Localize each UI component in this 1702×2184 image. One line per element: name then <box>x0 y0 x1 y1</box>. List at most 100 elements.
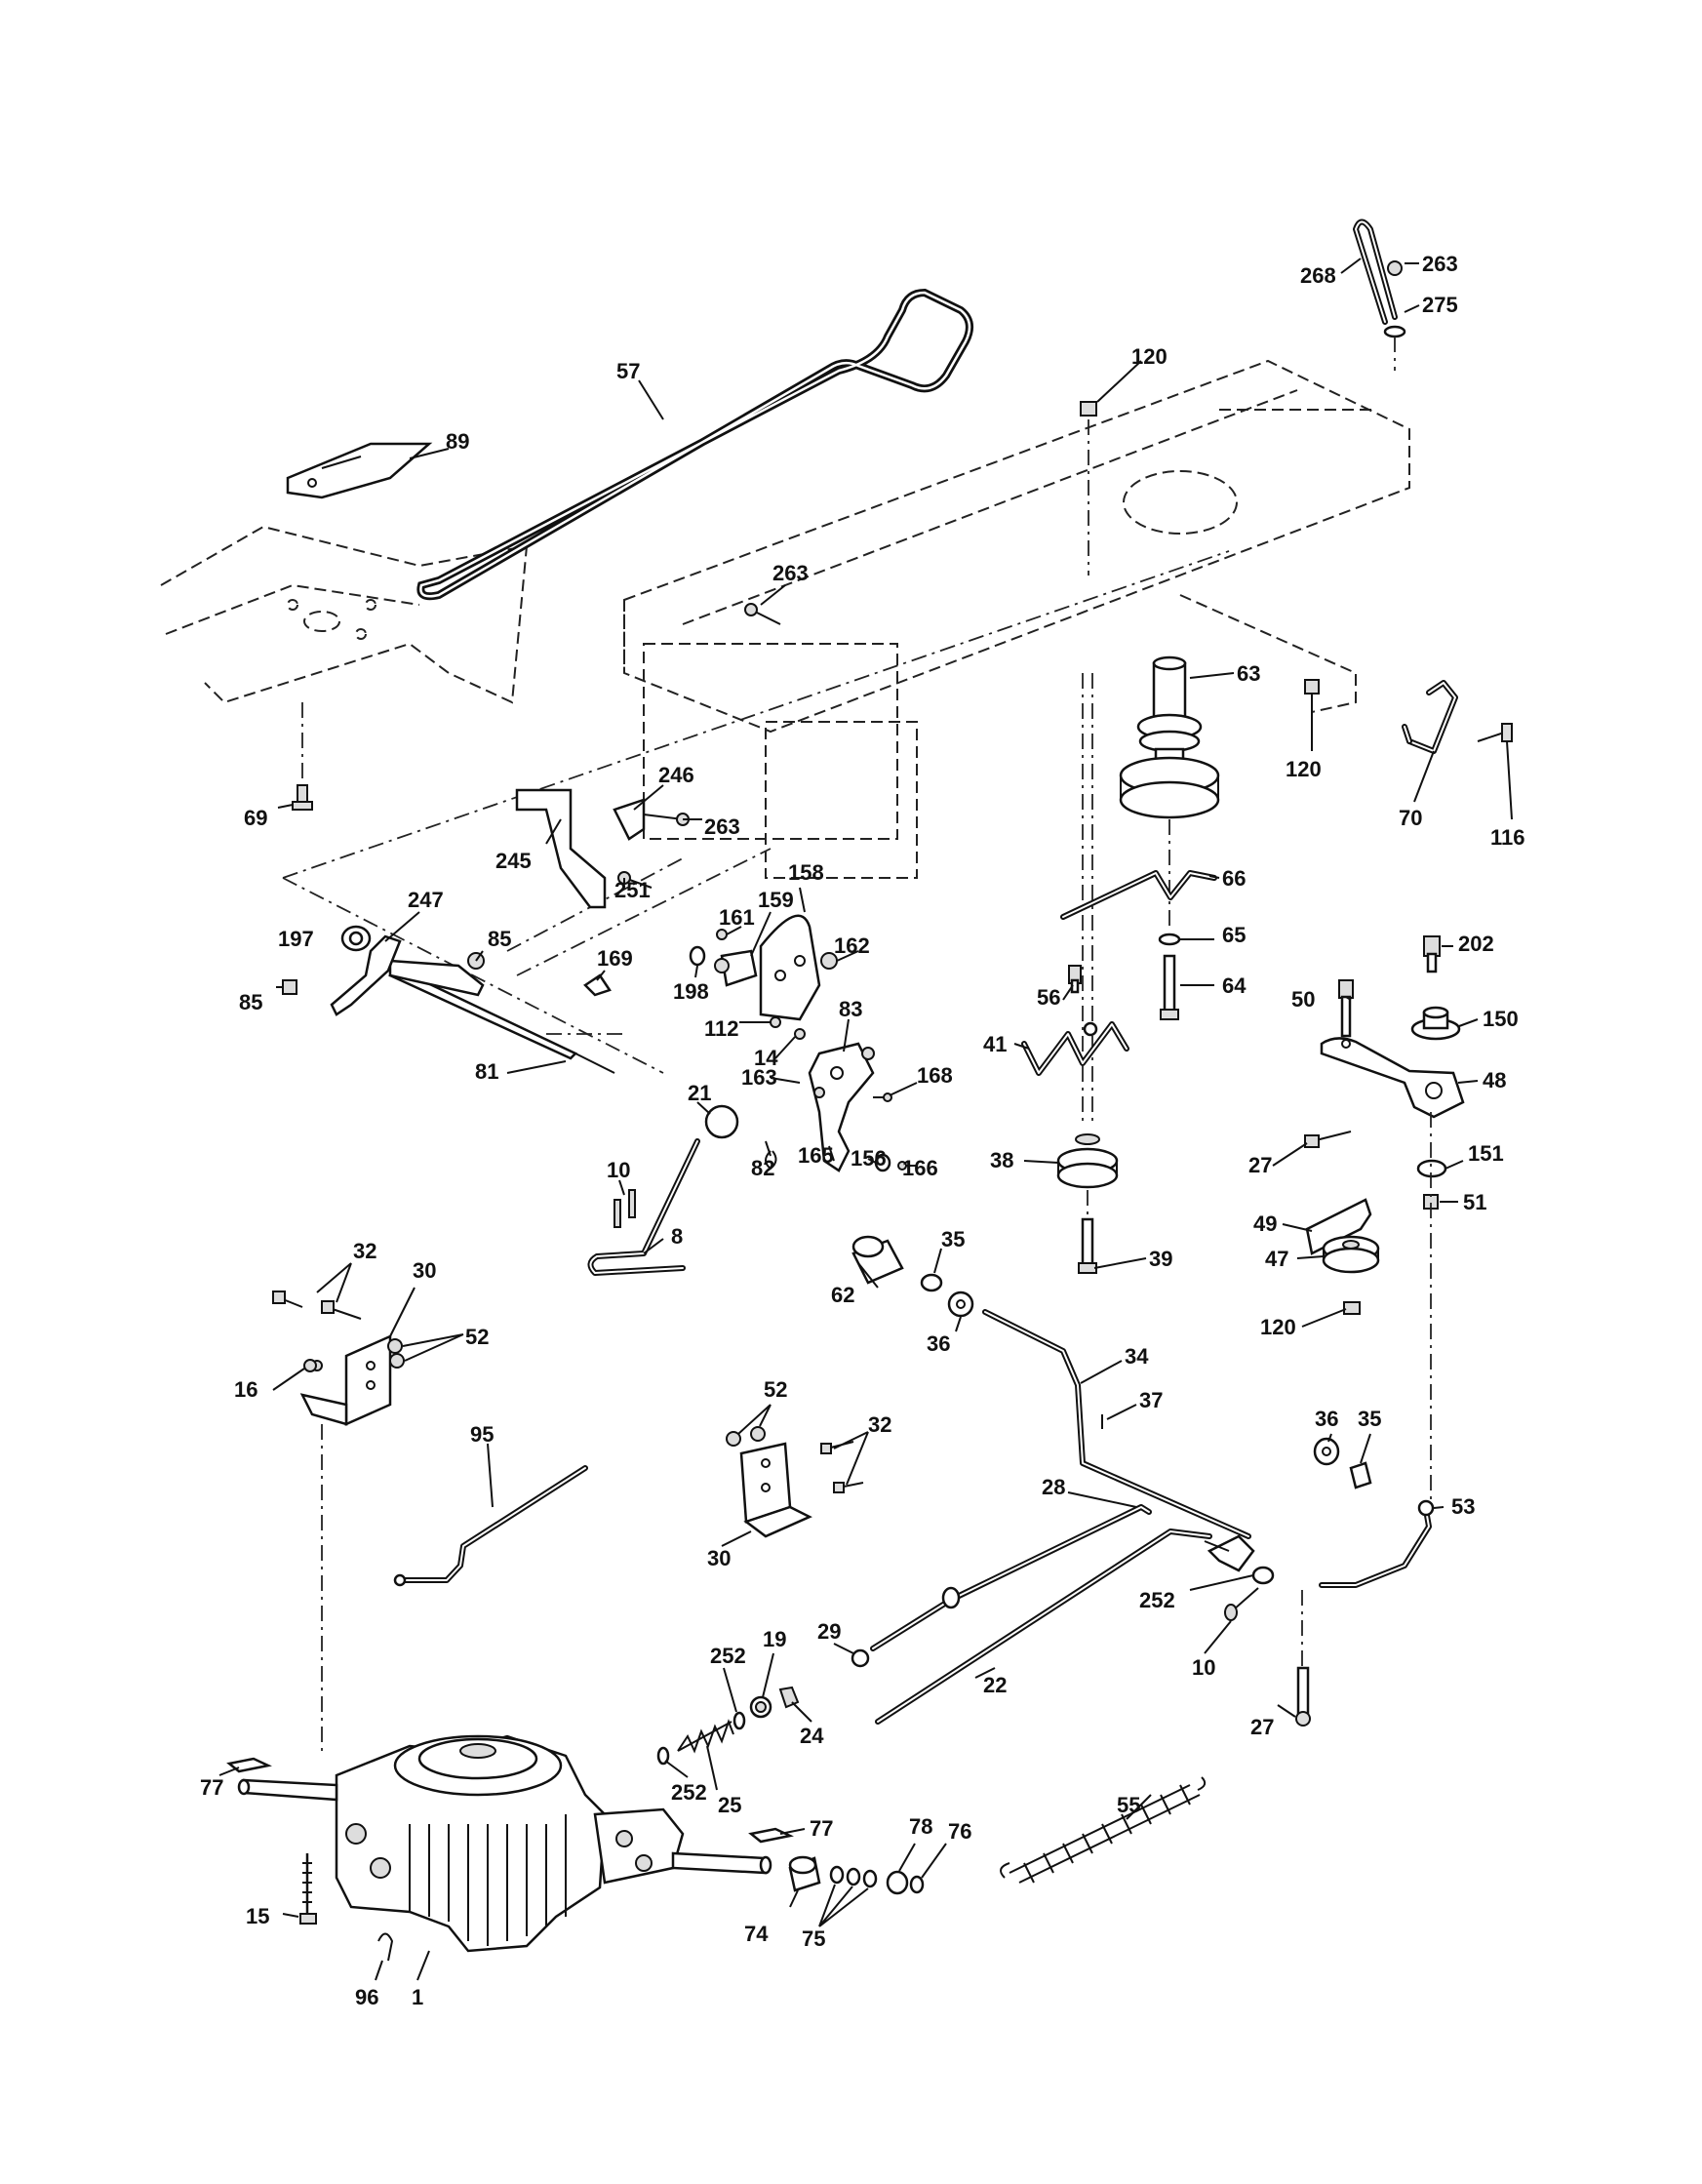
callout-51: 51 <box>1463 1190 1486 1214</box>
part-83-bracket <box>808 1042 875 1172</box>
callout-32: 32 <box>353 1239 376 1263</box>
part-28-bracket <box>1204 1534 1255 1572</box>
part-24-nut <box>778 1686 800 1709</box>
part-22-rod <box>875 1529 1212 1725</box>
callout-47: 47 <box>1265 1247 1288 1271</box>
part-55-spring <box>1000 1776 1207 1884</box>
part-69-bolt <box>292 702 313 811</box>
part-252-washer-lower <box>656 1746 670 1766</box>
callout-64: 64 <box>1222 973 1247 998</box>
callout-70: 70 <box>1399 806 1422 830</box>
callout-62: 62 <box>831 1283 854 1307</box>
callout-77: 77 <box>200 1775 223 1800</box>
callout-27: 27 <box>1250 1715 1274 1739</box>
part-150-idler <box>1410 1006 1461 1041</box>
part-63-pulley <box>1082 655 1220 1122</box>
drive-belt <box>416 288 973 601</box>
part-48-bracket <box>1320 1037 1465 1119</box>
callout-116: 116 <box>1490 825 1525 850</box>
part-14-washer <box>794 1028 806 1040</box>
part-27-bolt-top <box>1304 1131 1352 1148</box>
part-41-rod <box>1021 1021 1129 1076</box>
part-151-washer <box>1416 1159 1447 1178</box>
callout-49: 49 <box>1253 1211 1277 1236</box>
callout-24: 24 <box>800 1724 824 1748</box>
callout-112: 112 <box>704 1016 739 1041</box>
callout-95: 95 <box>470 1422 494 1447</box>
callout-32: 32 <box>868 1412 891 1437</box>
part-76-ring <box>909 1875 925 1894</box>
part-35-bushing-lower <box>1349 1461 1372 1489</box>
callout-1: 1 <box>412 1985 423 2009</box>
part-47-idler <box>1322 1235 1380 1274</box>
callout-52: 52 <box>764 1377 787 1402</box>
callout-52: 52 <box>465 1325 489 1349</box>
callout-252: 252 <box>671 1780 707 1805</box>
callout-82: 82 <box>751 1156 774 1180</box>
callout-78: 78 <box>909 1814 932 1839</box>
part-8-lever <box>587 1138 700 1276</box>
part-161-bolt <box>716 929 728 940</box>
part-116-bolt <box>1477 723 1513 742</box>
callout-38: 38 <box>990 1148 1013 1172</box>
part-36-washer-lower <box>1313 1437 1340 1466</box>
callout-35: 35 <box>941 1227 965 1251</box>
callout-50: 50 <box>1291 987 1315 1012</box>
part-28-rod <box>870 1504 1152 1651</box>
callout-158: 158 <box>788 860 824 885</box>
callout-89: 89 <box>446 429 469 454</box>
part-35-washer-upper <box>920 1273 943 1292</box>
callout-162: 162 <box>834 933 870 958</box>
part-95-rod <box>393 1465 588 1587</box>
part-64-bolt <box>1160 954 1179 1020</box>
part-38-pulley <box>1056 1133 1119 1219</box>
callout-69: 69 <box>244 806 267 830</box>
part-49-bracket <box>1305 1198 1372 1255</box>
part-16-nut <box>303 1359 317 1372</box>
callout-28: 28 <box>1042 1475 1065 1499</box>
callout-76: 76 <box>948 1819 971 1844</box>
part-36-washer-upper <box>947 1291 974 1318</box>
callout-275: 275 <box>1422 293 1458 317</box>
part-70-rod <box>1402 680 1458 754</box>
part-65-washer <box>1158 933 1181 946</box>
part-82-clip <box>765 1150 777 1171</box>
part-19-bushing <box>749 1695 772 1719</box>
callout-36: 36 <box>927 1331 950 1356</box>
part-197-bushing <box>340 925 372 952</box>
part-52-nuts-center <box>726 1426 766 1447</box>
part-30-bracket-center <box>739 1442 812 1538</box>
callout-15: 15 <box>246 1904 269 1928</box>
callout-35: 35 <box>1358 1407 1381 1431</box>
part-96-pin <box>377 1932 394 1962</box>
callout-27: 27 <box>1248 1153 1272 1177</box>
callout-85: 85 <box>239 990 262 1014</box>
part-158-plate <box>759 914 821 1021</box>
callout-25: 25 <box>718 1793 741 1817</box>
callout-10: 10 <box>607 1158 630 1182</box>
callout-16: 16 <box>234 1377 257 1402</box>
part-112-bolt <box>770 1016 781 1028</box>
part-62-bushing <box>851 1235 904 1285</box>
callout-168: 168 <box>917 1063 953 1088</box>
callout-156: 156 <box>851 1146 887 1171</box>
part-120-nut-top <box>1080 401 1097 576</box>
callout-36: 36 <box>1315 1407 1338 1431</box>
callout-96: 96 <box>355 1985 378 2009</box>
callout-22: 22 <box>983 1673 1007 1697</box>
part-15-bolt <box>299 1853 317 1925</box>
part-1-transaxle <box>335 1734 685 1953</box>
callout-81: 81 <box>475 1059 498 1084</box>
callout-120: 120 <box>1286 757 1322 781</box>
callout-263: 263 <box>1422 252 1458 276</box>
part-21-knob <box>704 1104 739 1139</box>
callout-75: 75 <box>802 1926 825 1951</box>
callout-57: 57 <box>616 359 640 383</box>
callout-labels: 268 263 275 120 57 89 263 63 120 70 116 … <box>200 252 1525 2009</box>
callout-263: 263 <box>704 814 740 839</box>
callout-19: 19 <box>763 1627 786 1651</box>
part-78-washer <box>886 1870 909 1895</box>
callout-161: 161 <box>719 905 755 930</box>
part-85-nut-left <box>282 979 297 995</box>
leader-lines <box>218 258 1513 1981</box>
